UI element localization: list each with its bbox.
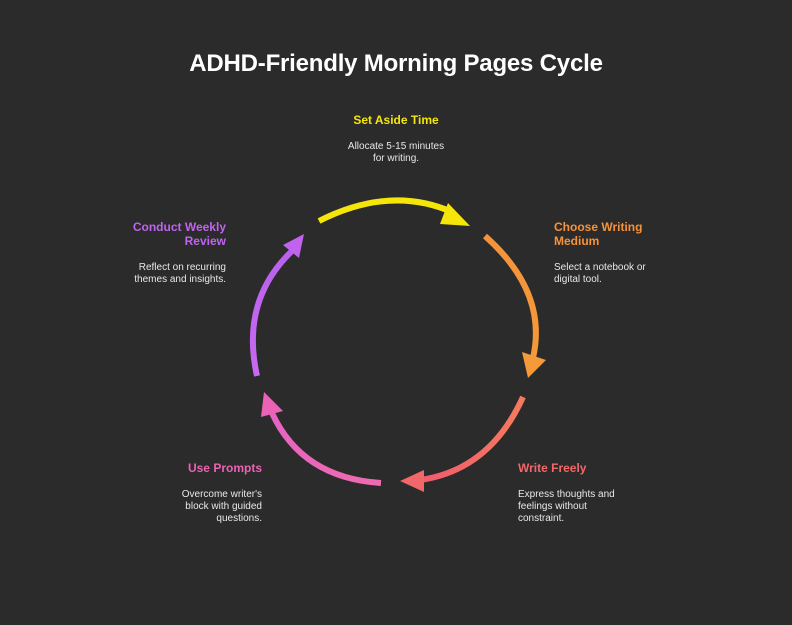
diagram-title: ADHD-Friendly Morning Pages Cycle bbox=[189, 50, 603, 77]
step-conduct-weekly-review: Conduct Weekly Review Reflect on recurri… bbox=[126, 220, 226, 286]
step-description: Overcome writer's block with guided ques… bbox=[181, 489, 262, 524]
step-choose-writing-medium: Choose Writing Medium Select a notebook … bbox=[554, 220, 654, 286]
arrowhead-conduct-weekly-review bbox=[283, 234, 304, 258]
step-title: Conduct Weekly Review bbox=[132, 220, 226, 248]
step-description: Express thoughts and feelings without co… bbox=[518, 489, 615, 524]
step-title: Write Freely bbox=[518, 461, 587, 475]
step-title: Choose Writing Medium bbox=[554, 220, 643, 248]
arrowhead-set-aside-time bbox=[440, 203, 470, 226]
step-use-prompts: Use Prompts Overcome writer's block with… bbox=[152, 461, 262, 525]
step-title: Use Prompts bbox=[187, 461, 262, 475]
arrowhead-choose-writing-medium bbox=[522, 352, 546, 378]
arrowhead-use-prompts bbox=[261, 392, 283, 417]
arrow-write-freely bbox=[419, 395, 526, 483]
step-description: Select a notebook or digital tool. bbox=[554, 262, 646, 285]
arrowhead-write-freely bbox=[400, 470, 424, 492]
arrow-conduct-weekly-review bbox=[249, 247, 296, 377]
arrow-use-prompts bbox=[269, 411, 382, 486]
step-title: Set Aside Time bbox=[353, 113, 439, 127]
step-description: Reflect on recurring themes and insights… bbox=[134, 262, 226, 285]
step-set-aside-time: Set Aside Time Allocate 5-15 minutes for… bbox=[321, 113, 471, 165]
step-write-freely: Write Freely Express thoughts and feelin… bbox=[518, 461, 628, 525]
arrow-set-aside-time bbox=[317, 197, 454, 224]
arrow-choose-writing-medium bbox=[483, 233, 539, 359]
step-description: Allocate 5-15 minutes for writing. bbox=[347, 141, 445, 164]
